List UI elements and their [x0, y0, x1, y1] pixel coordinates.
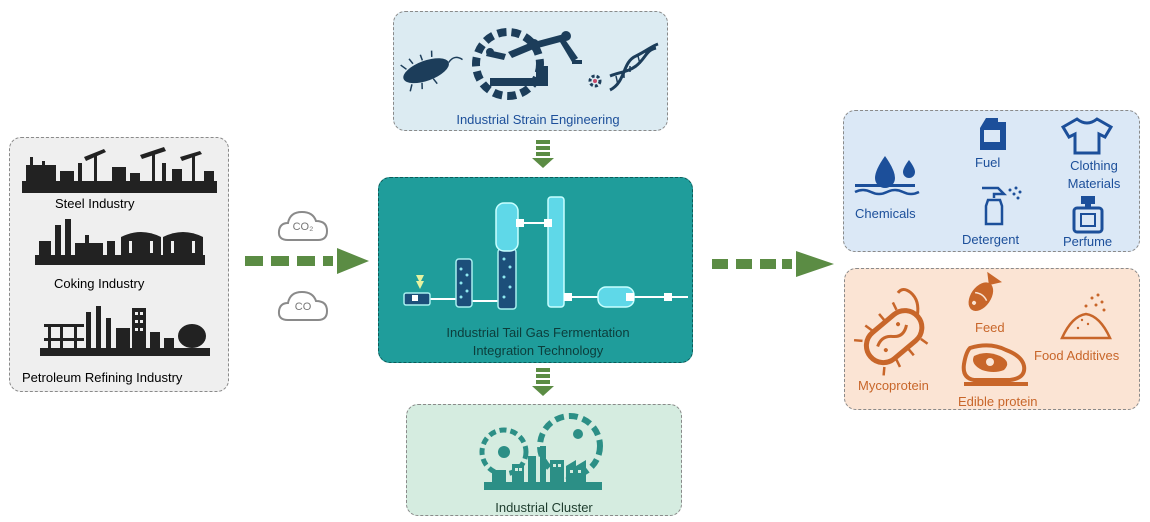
edible-protein-icon: [961, 343, 1028, 386]
co-label: CO: [294, 301, 312, 313]
mycoprotein-icon: [853, 288, 929, 376]
fermentation-process-icon: [403, 196, 688, 310]
right-arrow: [712, 251, 834, 277]
detergent-label: Detergent: [962, 232, 1020, 247]
coking-industry-icon: [35, 219, 205, 265]
robot-arm-gear-icon: [472, 28, 582, 100]
mycoprotein-label: Mycoprotein: [858, 378, 929, 393]
fermentation-label-line1: Industrial Tail Gas Fermentation: [446, 325, 630, 340]
chemicals-label: Chemicals: [855, 206, 916, 221]
petroleum-refining-icon: [40, 306, 210, 356]
steel-industry-label: Steel Industry: [55, 196, 135, 211]
petroleum-refining-label: Petroleum Refining Industry: [22, 370, 183, 385]
food-additives-label: Food Additives: [1034, 348, 1120, 363]
fuel-icon: [980, 118, 1006, 150]
fish-icon: [968, 271, 1002, 311]
clothing-icon: [1060, 117, 1114, 155]
co2-label: CO₂: [292, 221, 314, 233]
clothing-label-line1: Clothing: [1070, 158, 1118, 173]
dna-icon: [609, 42, 659, 92]
clothing-label-line2: Materials: [1067, 176, 1121, 191]
down-arrow-top: [532, 140, 554, 168]
left-arrow: [245, 248, 369, 274]
fuel-label: Fuel: [975, 155, 1001, 170]
coking-industry-label: Coking Industry: [54, 276, 145, 291]
industrial-cluster-label: Industrial Cluster: [495, 500, 593, 515]
food-additives-icon: [1060, 293, 1112, 340]
co2-cloud-icon: [277, 210, 329, 241]
down-arrow-bottom: [532, 368, 554, 396]
fermentation-label-line2: Integration Technology: [472, 343, 604, 358]
edible-protein-label: Edible protein: [958, 394, 1038, 409]
perfume-label: Perfume: [1063, 234, 1113, 249]
chemicals-icon: [854, 156, 920, 196]
detergent-icon: [982, 186, 1022, 226]
small-gear-icon: [588, 74, 602, 88]
feed-label: Feed: [975, 320, 1005, 335]
strain-engineering-label: Industrial Strain Engineering: [456, 112, 620, 127]
perfume-icon: [1072, 196, 1104, 234]
bacterium-icon: [400, 50, 463, 92]
fermentation-panel: [378, 177, 693, 363]
steel-industry-icon: [22, 147, 217, 193]
co-cloud-icon: [277, 290, 329, 321]
industrial-cluster-icon: [479, 413, 603, 490]
